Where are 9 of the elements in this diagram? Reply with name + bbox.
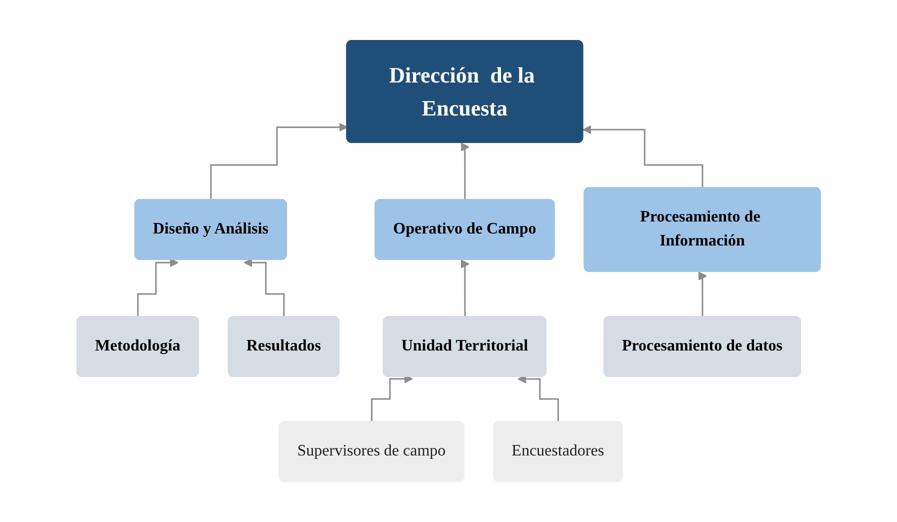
arrow — [460, 142, 470, 201]
arrow — [370, 374, 413, 423]
arrow — [698, 272, 707, 318]
arrow — [517, 374, 559, 423]
arrow — [137, 258, 178, 318]
arrow — [210, 122, 348, 201]
arrow — [460, 260, 470, 318]
arrow — [582, 125, 704, 189]
arrow — [244, 258, 285, 318]
